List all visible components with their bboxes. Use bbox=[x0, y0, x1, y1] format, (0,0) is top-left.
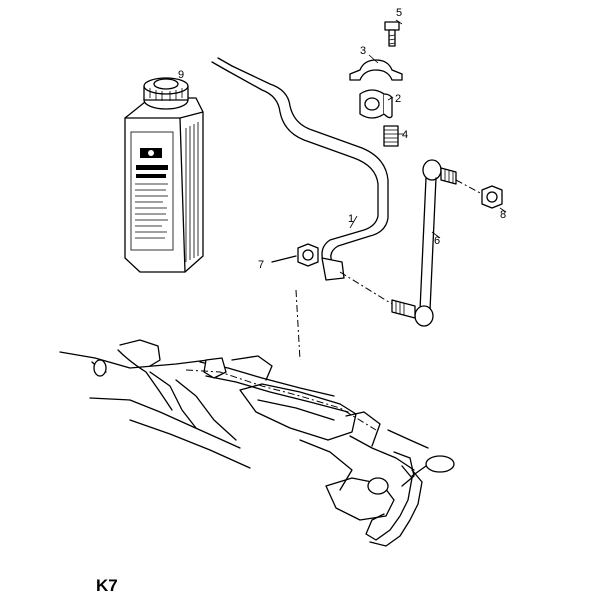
callout-2: 2 bbox=[395, 93, 401, 105]
nut-left bbox=[271, 243, 319, 267]
callout-8: 8 bbox=[500, 209, 506, 221]
fluid-bottle bbox=[124, 77, 204, 273]
nut-right bbox=[481, 185, 507, 213]
assembly-lines bbox=[295, 179, 483, 361]
diagram-code: K7 bbox=[96, 576, 118, 595]
callout-9: 9 bbox=[178, 69, 184, 81]
callout-1: 1 bbox=[348, 213, 354, 225]
link-rod bbox=[391, 159, 457, 327]
bushing bbox=[359, 89, 394, 119]
callout-6: 6 bbox=[434, 235, 440, 247]
callout-4: 4 bbox=[402, 129, 408, 141]
stabilizer-bar bbox=[211, 57, 389, 281]
callout-3: 3 bbox=[360, 45, 366, 57]
callout-5: 5 bbox=[396, 7, 402, 19]
callout-7: 7 bbox=[258, 259, 264, 271]
bolt bbox=[384, 19, 403, 47]
front-subframe bbox=[59, 339, 455, 547]
insert bbox=[383, 125, 404, 147]
clamp bbox=[349, 54, 403, 81]
